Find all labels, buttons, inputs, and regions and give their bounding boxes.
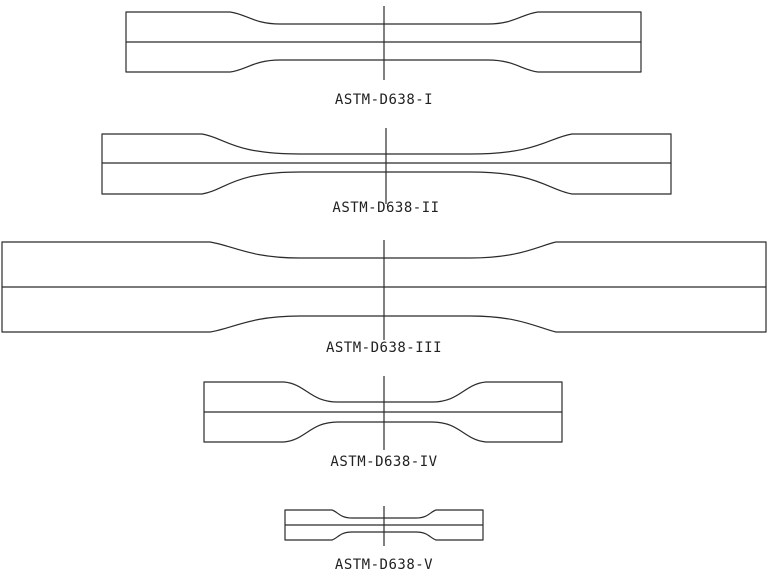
specimen-iii-outline <box>1 241 767 333</box>
specimen-type-i: ASTM-D638-I <box>125 6 642 108</box>
specimen-type-iv: ASTM-D638-IV <box>203 376 563 470</box>
specimen-type-v: ASTM-D638-V <box>284 506 484 573</box>
specimen-type-iii: ASTM-D638-III <box>1 240 767 356</box>
specimen-v-outline <box>284 509 484 541</box>
specimen-type-ii: ASTM-D638-II <box>101 128 672 216</box>
specimen-iv-label: ASTM-D638-IV <box>330 454 437 470</box>
specimen-ii-label: ASTM-D638-II <box>332 200 439 216</box>
specimen-ii-outline <box>101 133 672 195</box>
specimen-i-outline <box>125 11 642 73</box>
specimen-i-label: ASTM-D638-I <box>335 92 433 108</box>
specimen-iv-outline <box>203 381 563 443</box>
specimen-v-label: ASTM-D638-V <box>335 557 433 573</box>
specimen-iii-label: ASTM-D638-III <box>326 340 442 356</box>
